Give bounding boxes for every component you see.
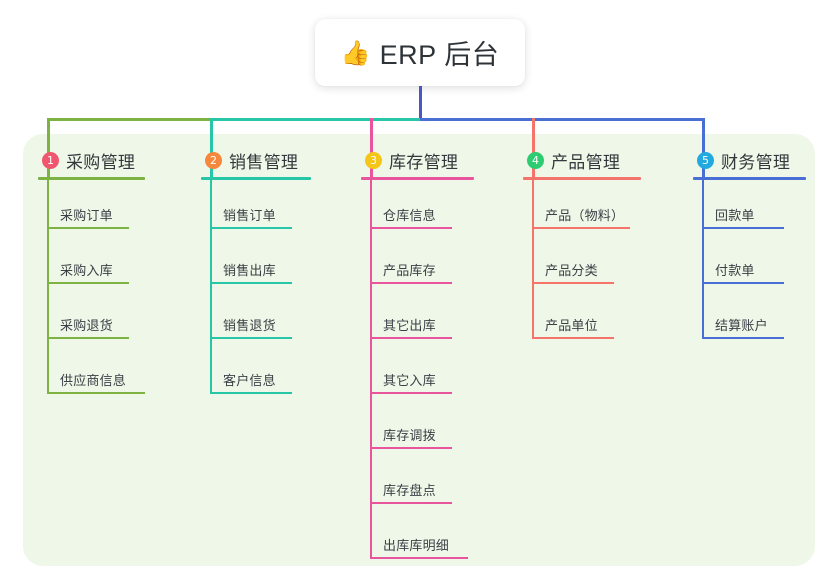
leaf-label[interactable]: 付款单 bbox=[715, 263, 755, 278]
branch-underline-2 bbox=[201, 177, 311, 180]
leaf-underline bbox=[210, 227, 292, 229]
root-node-content: 👍 ERP 后台 bbox=[341, 33, 499, 72]
leaf-label[interactable]: 仓库信息 bbox=[383, 208, 436, 223]
branch-badge-1: 1 bbox=[42, 152, 59, 169]
leaf-label[interactable]: 回款单 bbox=[715, 208, 755, 223]
branch-spine-1 bbox=[47, 177, 49, 392]
leaf-underline bbox=[47, 227, 129, 229]
leaf-label[interactable]: 供应商信息 bbox=[60, 373, 127, 388]
leaf-label[interactable]: 采购退货 bbox=[60, 318, 113, 333]
branch-header-4[interactable]: 4 产品管理 bbox=[527, 148, 620, 173]
leaf-label[interactable]: 销售退货 bbox=[223, 318, 276, 333]
branch-underline-1 bbox=[38, 177, 145, 180]
leaf-underline bbox=[370, 392, 452, 394]
bus-segment bbox=[210, 118, 420, 121]
leaf-label[interactable]: 产品单位 bbox=[545, 318, 598, 333]
leaf-label[interactable]: 库存盘点 bbox=[383, 483, 436, 498]
branch-underline-5 bbox=[693, 177, 806, 180]
leaf-underline bbox=[532, 337, 614, 339]
leaf-underline bbox=[47, 337, 129, 339]
leaf-underline bbox=[370, 557, 468, 559]
branch-spine-3 bbox=[370, 177, 372, 557]
leaf-label[interactable]: 产品库存 bbox=[383, 263, 436, 278]
branch-badge-3: 3 bbox=[365, 152, 382, 169]
leaf-label[interactable]: 采购订单 bbox=[60, 208, 113, 223]
branch-header-5[interactable]: 5 财务管理 bbox=[697, 148, 790, 173]
branch-underline-4 bbox=[523, 177, 641, 180]
leaf-label[interactable]: 结算账户 bbox=[715, 318, 768, 333]
branch-header-1[interactable]: 1 采购管理 bbox=[42, 148, 135, 173]
bus-segment bbox=[47, 118, 212, 121]
leaf-underline bbox=[47, 392, 145, 394]
branch-label-3: 库存管理 bbox=[389, 153, 459, 172]
leaf-underline bbox=[370, 502, 452, 504]
bus-segment bbox=[420, 118, 704, 121]
branch-spine-4 bbox=[532, 177, 534, 337]
leaf-underline bbox=[370, 282, 452, 284]
leaf-underline bbox=[370, 447, 452, 449]
leaf-label[interactable]: 其它入库 bbox=[383, 373, 436, 388]
leaf-underline bbox=[702, 227, 784, 229]
branch-spine-5 bbox=[702, 177, 704, 337]
branch-spine-2 bbox=[210, 177, 212, 392]
leaf-underline bbox=[210, 392, 292, 394]
leaf-label[interactable]: 采购入库 bbox=[60, 263, 113, 278]
branch-header-3[interactable]: 3 库存管理 bbox=[365, 148, 458, 173]
leaf-label[interactable]: 其它出库 bbox=[383, 318, 436, 333]
branch-badge-4: 4 bbox=[527, 152, 544, 169]
root-node[interactable]: 👍 ERP 后台 bbox=[315, 19, 525, 86]
branch-badge-2: 2 bbox=[205, 152, 222, 169]
branch-drop-line bbox=[47, 118, 50, 179]
branch-badge-5: 5 bbox=[697, 152, 714, 169]
leaf-underline bbox=[210, 282, 292, 284]
thumbs-up-icon: 👍 bbox=[340, 38, 371, 67]
branch-label-2: 销售管理 bbox=[229, 153, 299, 172]
leaf-underline bbox=[47, 282, 129, 284]
branch-label-1: 采购管理 bbox=[66, 153, 136, 172]
branch-label-5: 财务管理 bbox=[721, 153, 791, 172]
diagram-panel-background bbox=[23, 134, 815, 566]
leaf-label[interactable]: 出库库明细 bbox=[383, 538, 450, 553]
leaf-label[interactable]: 销售出库 bbox=[223, 263, 276, 278]
leaf-label[interactable]: 库存调拨 bbox=[383, 428, 436, 443]
branch-underline-3 bbox=[361, 177, 474, 180]
leaf-underline bbox=[532, 227, 630, 229]
leaf-underline bbox=[370, 337, 452, 339]
branch-drop-line bbox=[532, 118, 535, 179]
leaf-underline bbox=[702, 282, 784, 284]
branch-drop-line bbox=[702, 118, 705, 179]
leaf-label[interactable]: 客户信息 bbox=[223, 373, 276, 388]
leaf-label[interactable]: 销售订单 bbox=[223, 208, 276, 223]
root-title: ERP 后台 bbox=[379, 40, 500, 70]
leaf-underline bbox=[532, 282, 614, 284]
root-connector-line bbox=[419, 86, 422, 120]
branch-label-4: 产品管理 bbox=[551, 153, 621, 172]
leaf-label[interactable]: 产品（物料） bbox=[545, 208, 625, 223]
leaf-underline bbox=[210, 337, 292, 339]
branch-drop-line bbox=[210, 118, 213, 179]
leaf-underline bbox=[702, 337, 784, 339]
leaf-underline bbox=[370, 227, 452, 229]
branch-header-2[interactable]: 2 销售管理 bbox=[205, 148, 298, 173]
leaf-label[interactable]: 产品分类 bbox=[545, 263, 598, 278]
branch-drop-line bbox=[370, 118, 373, 179]
